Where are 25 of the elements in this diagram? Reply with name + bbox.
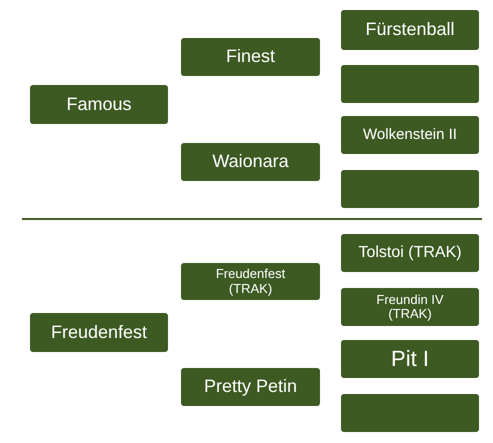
pedigree-box xyxy=(30,313,168,352)
horse-name: Wolkenstein II xyxy=(363,126,457,144)
pedigree-box xyxy=(341,288,479,326)
pedigree-box xyxy=(181,143,320,181)
pedigree-box xyxy=(181,38,320,76)
empty-box xyxy=(341,65,479,103)
horse-name: Waionara xyxy=(212,152,289,172)
horse-name: Freudenfest xyxy=(50,322,148,342)
pedigree-box xyxy=(341,340,479,378)
horse-name: Fürstenball xyxy=(365,20,455,40)
pedigree-box xyxy=(341,10,479,50)
pedigree-box xyxy=(181,368,320,406)
empty-box xyxy=(341,170,479,208)
horse-name: Famous xyxy=(66,94,132,114)
empty-box xyxy=(341,394,479,432)
pedigree-box xyxy=(181,263,320,300)
horse-name: Pit I xyxy=(391,346,429,372)
horse-name: Finest xyxy=(226,47,276,67)
horse-name: Pretty Petin xyxy=(204,377,298,397)
horse-name: Freundin IV (TRAK) xyxy=(375,292,445,322)
pedigree-box xyxy=(341,234,479,272)
pedigree-box xyxy=(341,116,479,154)
horse-name: Freudenfest (TRAK) xyxy=(214,267,286,296)
pedigree-box xyxy=(30,85,168,124)
horse-name: Tolstoi (TRAK) xyxy=(358,244,462,262)
